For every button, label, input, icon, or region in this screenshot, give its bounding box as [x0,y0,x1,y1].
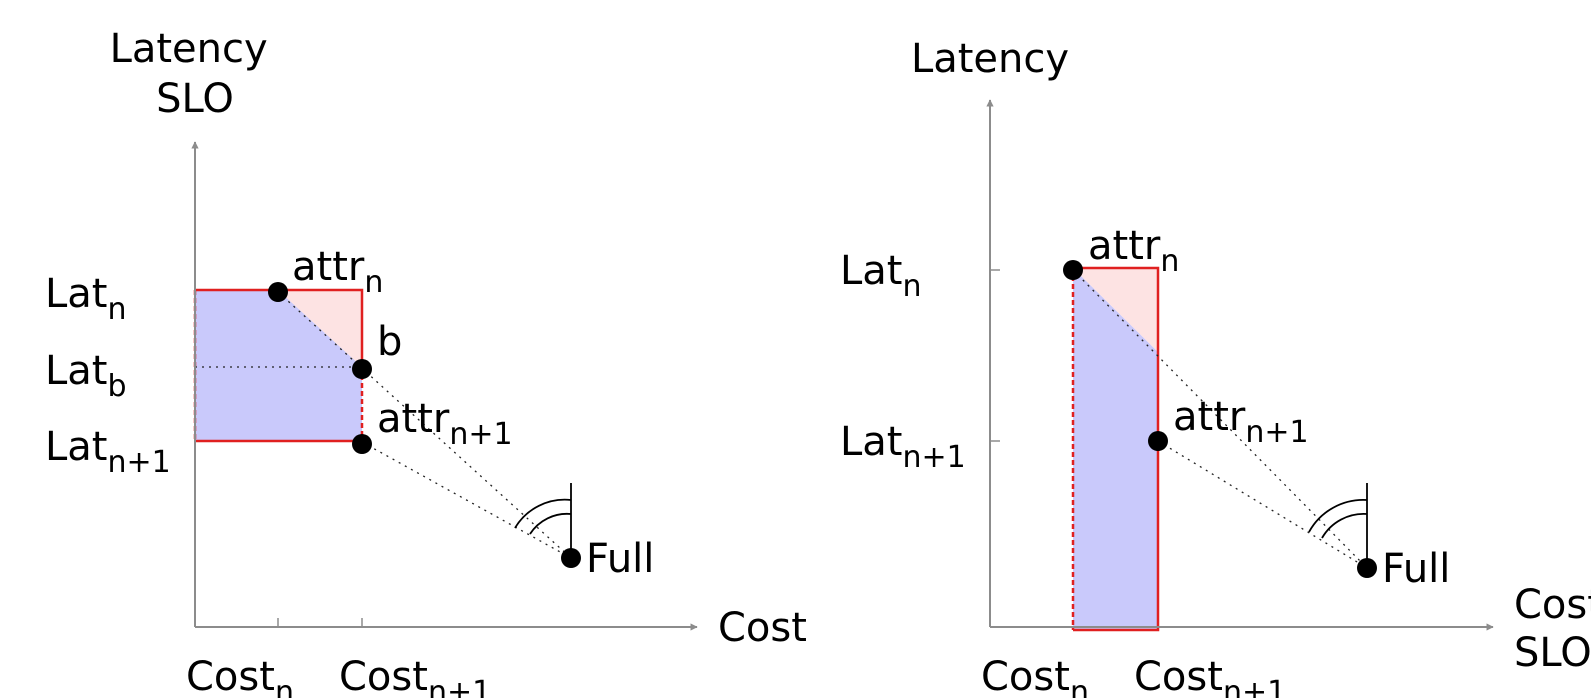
right-y-axis-label: Latency [911,36,1069,82]
left-x-tick-cost-n-label: Costn [186,654,294,698]
left-diagram: Latency SLO Cost Latn Latb Latn+1 Costn … [45,26,807,698]
left-pink-region [278,290,362,367]
left-x-tick-cost-n1-label: Costn+1 [339,654,491,698]
left-label-attr-n1: attrn+1 [377,396,513,452]
right-angle-arc-inner [1321,513,1368,539]
left-label-attr-n: attrn [292,244,383,300]
left-blue-region [195,290,362,441]
left-dotted-attrn1-to-full [361,441,572,559]
left-label-b: b [377,319,402,365]
left-y-axis-label: Latency SLO [110,26,281,122]
right-pink-region [1073,268,1158,352]
right-blue-region [1073,268,1158,630]
left-y-tick-lat-n: Latn [45,271,127,327]
left-red-border [195,288,364,443]
left-label-full: Full [586,536,654,582]
right-x-tick-cost-n1-label: Costn+1 [1134,654,1286,698]
left-point-b [352,359,372,379]
right-point-attr-n1 [1148,431,1168,451]
left-y-tick-lat-b: Latb [45,348,127,404]
left-angle-arc-outer [514,498,572,529]
right-label-full: Full [1382,546,1450,592]
right-dotted-attrn1-to-full [1157,440,1368,569]
right-point-attr-n [1063,260,1083,280]
left-x-axis-label: Cost [718,605,807,651]
left-point-attr-n [268,282,288,302]
left-point-full [561,548,581,568]
right-diagram: Latency Cost SLO Latn Latn+1 Costn Costn… [840,36,1591,698]
left-point-attr-n1 [352,434,372,454]
right-x-tick-cost-n-label: Costn [981,654,1089,698]
right-y-tick-lat-n-label: Latn [840,248,922,304]
right-x-axis-label: Cost SLO [1514,582,1591,676]
right-label-attr-n1: attrn+1 [1173,394,1309,450]
left-angle-arc-inner [529,512,572,535]
right-angle-arc-outer [1308,499,1368,533]
right-label-attr-n: attrn [1088,223,1179,279]
left-dotted-attrn-to-full [277,291,572,559]
right-point-full [1357,558,1377,578]
right-y-tick-lat-n1-label: Latn+1 [840,419,966,475]
left-y-tick-lat-n1: Latn+1 [45,424,171,480]
